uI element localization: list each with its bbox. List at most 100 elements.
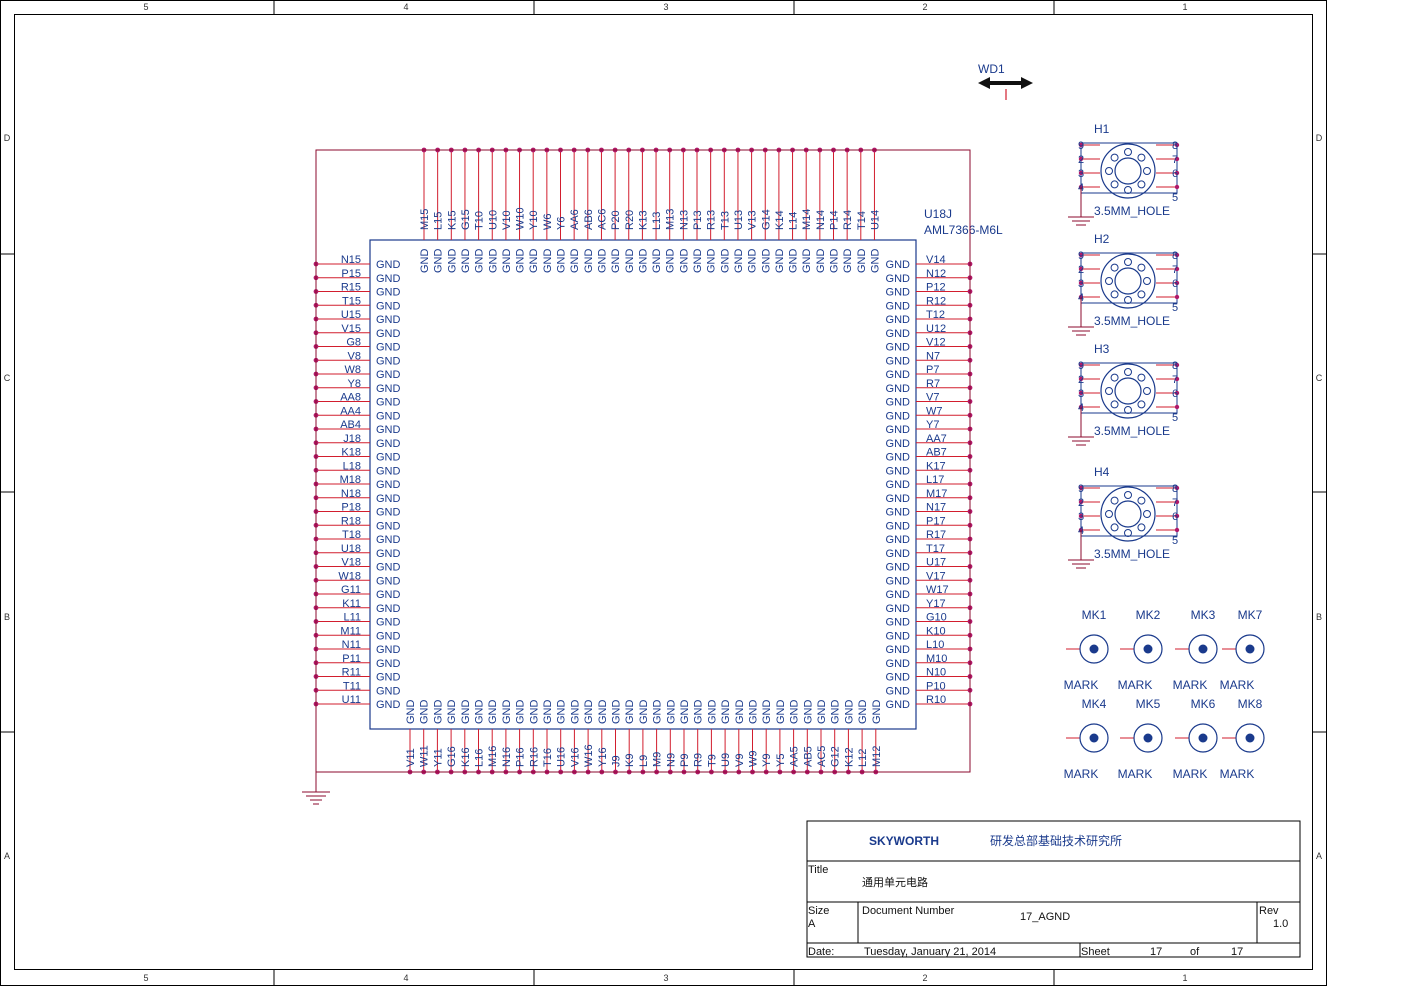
pin-dot: [1174, 142, 1180, 148]
top-pin-name: W6: [542, 214, 554, 231]
gnd-pin-label: GND: [886, 452, 911, 464]
gnd-pin-label: GND: [419, 249, 431, 274]
left-pin-name: G8: [346, 337, 361, 349]
top-pin-name: M13: [665, 209, 677, 230]
u18j-pins: M15GNDL15GNDK15GNDG15GNDT10GNDU10GNDV10G…: [313, 147, 973, 775]
pin-dot: [1174, 404, 1180, 410]
mounting-holes: H1923487653.5MM_HOLEH2923487653.5MM_HOLE…: [1068, 122, 1180, 569]
mark-ring: [1235, 634, 1265, 664]
gnd-pin-label: GND: [720, 700, 732, 725]
gnd-pin-label: GND: [376, 658, 401, 670]
mark-ref: MK3: [1191, 608, 1216, 622]
gnd-pin-label: GND: [692, 249, 704, 274]
gnd-pin-label: GND: [624, 700, 636, 725]
gnd-pin-label: GND: [886, 465, 911, 477]
gnd-pin-label: GND: [376, 314, 401, 326]
gnd-pin-label: GND: [886, 548, 911, 560]
bottom-pin-name: G16: [446, 746, 458, 767]
gnd-pin-label: GND: [597, 700, 609, 725]
zone-label-col: 2: [922, 2, 927, 12]
gnd-pin-label: GND: [761, 700, 773, 725]
right-pin-name: G10: [926, 612, 947, 624]
hole-center: [1114, 377, 1142, 405]
bottom-pin-name: T16: [542, 748, 554, 767]
gnd-pin-label: GND: [719, 249, 731, 274]
right-pin-name: P7: [926, 364, 939, 376]
left-pin-name: U11: [342, 694, 361, 706]
gnd-pin-label: GND: [376, 273, 401, 285]
pin-dot: [1078, 513, 1084, 519]
pin-dot: [1174, 513, 1180, 519]
gnd-pin-label: GND: [886, 410, 911, 422]
top-pin-name: M15: [419, 209, 431, 230]
gnd-pin-label: GND: [886, 438, 911, 450]
bottom-pin-name: AB5: [802, 746, 814, 767]
gnd-pin-label: GND: [829, 249, 841, 274]
top-pin-name: G14: [760, 209, 772, 230]
gnd-pin-label: GND: [789, 700, 801, 725]
left-pin-name: V8: [348, 350, 361, 362]
right-pin-name: N12: [926, 268, 946, 280]
bottom-pin-name: Y16: [597, 747, 609, 767]
top-pin-name: AB6: [583, 209, 595, 230]
bottom-pin-name: M12: [871, 746, 883, 767]
ground-symbol: [302, 791, 330, 805]
hole-ring: [1100, 253, 1156, 309]
gnd-pin-label: GND: [886, 534, 911, 546]
left-pin-name: N18: [341, 488, 361, 500]
gnd-pin-label: GND: [446, 249, 458, 274]
mark-value: MARK: [1173, 767, 1208, 781]
hole-pin-num: 6: [1172, 278, 1178, 290]
pin-dot: [1174, 156, 1180, 162]
gnd-pin-label: GND: [376, 493, 401, 505]
zone-label-row: A: [1316, 851, 1322, 861]
gnd-pin-label: GND: [886, 589, 911, 601]
bottom-pin-name: M16: [487, 746, 499, 767]
top-pin-name: Y6: [556, 217, 568, 230]
hole-ref: H3: [1094, 342, 1110, 356]
gnd-pin-label: GND: [610, 249, 622, 274]
bottom-pin-name: U16: [556, 747, 568, 767]
gnd-pin-label: GND: [376, 685, 401, 697]
title-value: 通用单元电路: [862, 876, 928, 889]
hole-pin-num: 7: [1172, 374, 1178, 386]
bottom-pin-name: Y9: [761, 754, 773, 767]
top-pin-name: R20: [624, 210, 636, 230]
gnd-pin-label: GND: [596, 249, 608, 274]
doc-number-label: Document Number: [862, 905, 955, 917]
bottom-pin-name: L9: [638, 755, 650, 767]
zone-label-row: C: [4, 373, 11, 383]
bottom-pin-name: J9: [611, 755, 623, 767]
mark-dot: [1245, 733, 1255, 743]
hole-via: [1110, 373, 1119, 382]
pin-dot: [1174, 362, 1180, 368]
hole-via: [1124, 296, 1132, 304]
hole-pin-num: 5: [1172, 302, 1178, 314]
gnd-pin-label: GND: [637, 249, 649, 274]
gnd-pin-label: GND: [886, 493, 911, 505]
gnd-pin-label: GND: [886, 617, 911, 629]
hole-pin-num: 6: [1172, 511, 1178, 523]
gnd-pin-label: GND: [679, 700, 691, 725]
left-pin-name: M18: [340, 474, 361, 486]
gnd-pin-label: GND: [886, 397, 911, 409]
gnd-pin-label: GND: [583, 700, 595, 725]
left-pin-name: U15: [341, 309, 361, 321]
gnd-pin-label: GND: [886, 562, 911, 574]
gnd-pin-label: GND: [869, 249, 881, 274]
hole-pin-num: 8: [1172, 250, 1178, 262]
gnd-pin-label: GND: [830, 700, 842, 725]
left-pin-name: P15: [341, 268, 361, 280]
bottom-pin-name: V11: [405, 748, 417, 767]
hole-pin-num: 2: [1078, 374, 1084, 386]
gnd-pin-label: GND: [376, 369, 401, 381]
gnd-pin-label: GND: [376, 644, 401, 656]
gnd-pin-label: GND: [376, 424, 401, 436]
gnd-pin-label: GND: [856, 249, 868, 274]
pin-dot: [1078, 252, 1084, 258]
